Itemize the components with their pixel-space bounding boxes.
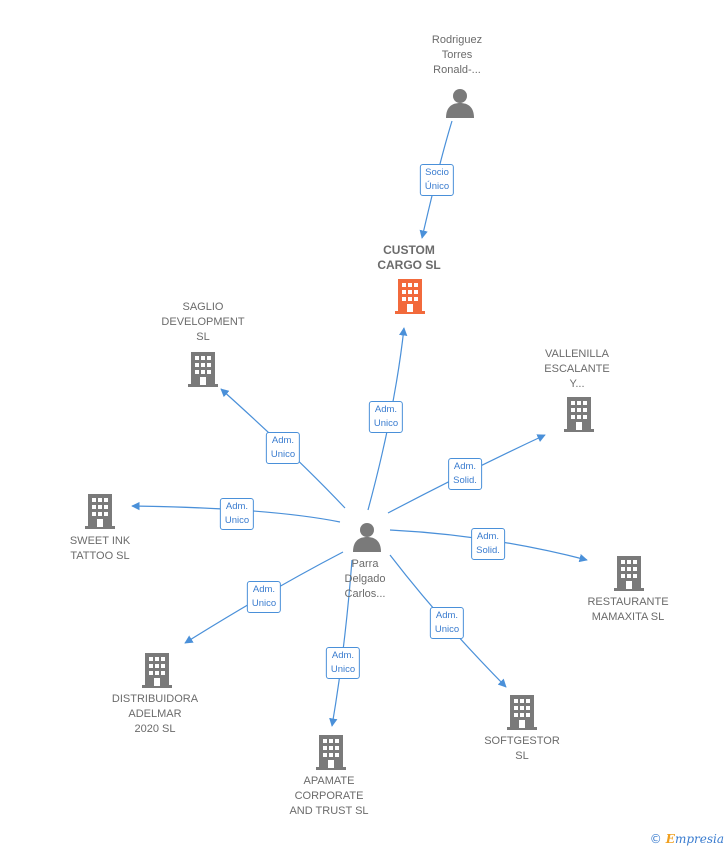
edge-label-line: Unico: [373, 418, 399, 429]
node-label-line: SWEET INK: [69, 535, 131, 547]
edge-label-line: Adm.: [252, 584, 276, 595]
edge-label-line: Unico: [224, 515, 250, 526]
node-label-line: SAGLIO: [182, 301, 224, 313]
edge-label-line: Único: [424, 181, 450, 192]
edge-label-line: Solid.: [453, 475, 477, 486]
edge-label-line: Adm.: [331, 650, 355, 661]
edge-label-line: Adm.: [225, 501, 249, 512]
node-label-restaurante[interactable]: RESTAURANTE MAMAXITA SL: [587, 595, 668, 625]
copyright-icon: ©: [649, 832, 662, 846]
edge-label-parra-to-apamate[interactable]: Adm. Unico: [325, 647, 361, 679]
edge-label-line: Unico: [270, 449, 296, 460]
building-icon-sweet[interactable]: [85, 494, 115, 529]
edge-label-parra-to-distribuidora[interactable]: Adm. Unico: [246, 581, 282, 613]
edge-label-parra-to-softgestor[interactable]: Adm. Unico: [429, 607, 465, 639]
node-label-apamate[interactable]: APAMATE CORPORATE AND TRUST SL: [289, 774, 368, 819]
edge-label-line: Unico: [251, 598, 277, 609]
edge-label-parra-to-sweet[interactable]: Adm. Unico: [219, 498, 255, 530]
node-label-line: CORPORATE: [294, 790, 364, 802]
node-label-line: Torres: [441, 49, 473, 61]
edge-label-parra-to-custom[interactable]: Adm. Unico: [368, 401, 404, 433]
building-icon-custom[interactable]: [395, 279, 425, 314]
person-icon-rodriguez[interactable]: [446, 89, 474, 118]
node-label-line: 2020 SL: [134, 723, 176, 735]
building-icon-restaurante[interactable]: [614, 556, 644, 591]
node-label-line: AND TRUST SL: [289, 805, 369, 817]
brand-logo-text: mpresia: [674, 832, 724, 846]
node-label-vallenilla[interactable]: VALLENILLA ESCALANTE Y...: [544, 347, 609, 392]
edge-label-line: Adm.: [476, 531, 500, 542]
node-label-line: SL: [196, 331, 210, 343]
node-label-line: ESCALANTE: [544, 363, 610, 375]
node-label-line: TATTOO SL: [70, 550, 130, 562]
edge-parra-to-apamate: [329, 559, 353, 727]
edge-label-line: Adm.: [374, 404, 398, 415]
node-label-line: CARGO SL: [377, 258, 441, 272]
node-label-line: Parra: [351, 558, 379, 570]
node-label-line: SL: [515, 750, 529, 762]
node-label-line: CUSTOM: [383, 243, 435, 257]
brand-logo-initial: E: [665, 832, 675, 846]
node-label-line: Carlos...: [344, 588, 386, 600]
edge-label-line: Adm.: [435, 610, 459, 621]
edge-label-line: Unico: [330, 664, 356, 675]
node-label-line: DISTRIBUIDORA: [111, 693, 199, 705]
building-icon-softgestor[interactable]: [507, 695, 537, 730]
building-icon-saglio[interactable]: [188, 352, 218, 387]
edge-label-parra-to-saglio[interactable]: Adm. Unico: [265, 432, 301, 464]
node-label-line: Rodriguez: [431, 34, 483, 46]
node-label-line: RESTAURANTE: [587, 596, 669, 608]
edge-label-line: Solid.: [476, 545, 500, 556]
edge-label-line: Adm.: [453, 461, 477, 472]
node-label-line: ADELMAR: [128, 708, 182, 720]
node-label-line: Y...: [569, 378, 585, 390]
building-icon-vallenilla[interactable]: [564, 397, 594, 432]
person-icon-parra[interactable]: [353, 523, 381, 552]
node-label-line: VALLENILLA: [544, 348, 610, 360]
edge-label-line: Socio: [425, 167, 449, 178]
node-label-line: Delgado: [344, 573, 386, 585]
building-icon-apamate[interactable]: [316, 735, 346, 770]
edge-label-parra-to-vallenilla[interactable]: Adm. Solid.: [448, 458, 482, 490]
node-label-distribuidora[interactable]: DISTRIBUIDORA ADELMAR 2020 SL: [112, 692, 198, 737]
node-label-line: Ronald-...: [433, 64, 481, 76]
node-label-sweet[interactable]: SWEET INK TATTOO SL: [70, 534, 130, 564]
node-label-line: MAMAXITA SL: [591, 611, 665, 623]
edge-label-line: Adm.: [271, 435, 295, 446]
building-icon-distribuidora[interactable]: [142, 653, 172, 688]
edge-label-parra-to-restaurante[interactable]: Adm. Solid.: [471, 528, 505, 560]
brand-footer[interactable]: ©Empresia: [650, 832, 724, 846]
node-label-line: APAMATE: [303, 775, 355, 787]
edge-label-line: Unico: [434, 624, 460, 635]
node-label-softgestor[interactable]: SOFTGESTOR SL: [484, 734, 560, 764]
node-label-saglio[interactable]: SAGLIO DEVELOPMENT SL: [161, 300, 244, 345]
node-label-line: SOFTGESTOR: [484, 735, 560, 747]
node-label-line: DEVELOPMENT: [161, 316, 245, 328]
